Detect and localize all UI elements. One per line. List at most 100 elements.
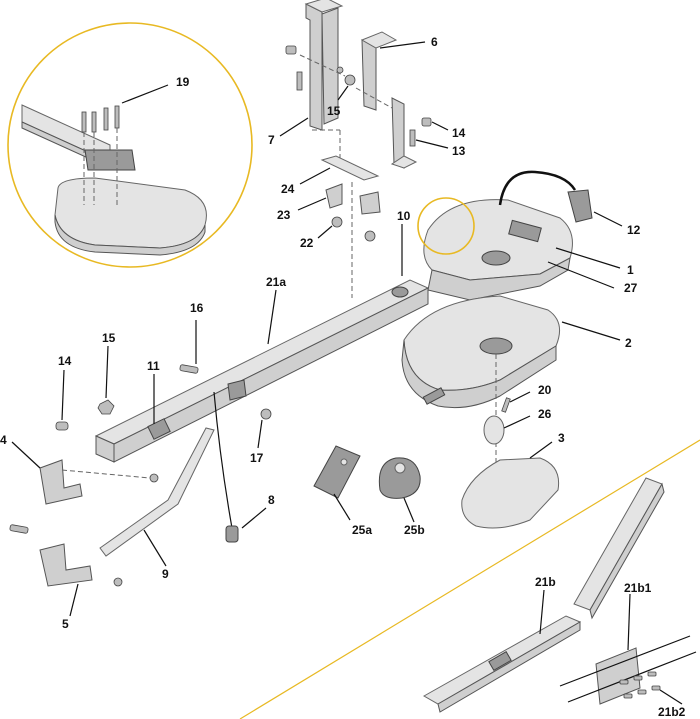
release-handle-8 <box>225 525 239 543</box>
rail-21b-trolley <box>488 650 512 672</box>
rail-guide-lower <box>567 651 697 703</box>
rail-clip <box>227 379 247 401</box>
screw-21b2-c <box>647 671 657 677</box>
detail-screw-a <box>81 111 87 133</box>
bracket-7-top <box>304 0 344 13</box>
callout-3: 3 <box>558 431 565 445</box>
leader-14-top <box>431 121 449 131</box>
bolt-14 <box>421 117 432 127</box>
callout-26: 26 <box>538 407 552 421</box>
leader-15-lower <box>105 345 109 399</box>
motor-gear <box>481 250 511 266</box>
callout-15-lower: 15 <box>102 331 116 345</box>
leader-1 <box>555 247 621 269</box>
remote-25b <box>378 457 421 499</box>
bracket-5 <box>39 543 93 587</box>
callout-12: 12 <box>627 223 641 237</box>
leader-25b <box>403 497 415 523</box>
strap-24 <box>320 155 380 181</box>
callout-6: 6 <box>431 35 438 49</box>
leader-22 <box>317 225 333 239</box>
detail-housing-top <box>54 177 207 249</box>
screw-21b2-f <box>651 685 661 691</box>
bolt-left-shaft <box>296 71 303 91</box>
detail-screw-b <box>91 111 97 133</box>
screw-17 <box>260 408 272 420</box>
cover-group: 2 20 26 3 <box>401 295 632 529</box>
rail-21b-upper-side <box>589 482 665 620</box>
leader-21b1 <box>627 593 631 651</box>
nut-15-top <box>344 74 356 86</box>
leader-7 <box>279 117 309 137</box>
leader-21b2 <box>659 689 683 705</box>
callout-23: 23 <box>277 208 291 222</box>
leader-12 <box>593 211 623 227</box>
bracket-7 <box>305 3 323 131</box>
callout-24: 24 <box>281 182 295 196</box>
mounting-bracket-group: 6 7 15 14 13 24 23 22 <box>268 0 466 298</box>
bracket-6-left <box>321 7 339 125</box>
callout-21b: 21b <box>535 575 556 589</box>
leader-2 <box>561 321 621 341</box>
leader-9 <box>143 529 167 567</box>
callout-25a: 25a <box>352 523 372 537</box>
detail-screw-c <box>103 107 109 131</box>
door-arm-group: 9 <box>99 427 215 581</box>
callout-5: 5 <box>62 617 69 631</box>
bolt-5 <box>9 524 29 534</box>
callout-19: 19 <box>176 75 190 89</box>
cover-3 <box>461 457 560 529</box>
callout-9: 9 <box>162 567 169 581</box>
leader-14-lower <box>61 369 65 421</box>
leader-27 <box>547 261 615 289</box>
leader-8 <box>241 507 267 529</box>
light-socket-12 <box>567 189 593 223</box>
leader-24 <box>299 167 331 185</box>
door-bracket-group: 4 5 <box>0 433 159 631</box>
callout-25b: 25b <box>404 523 425 537</box>
screw-20 <box>501 397 511 413</box>
cover-2-hole <box>479 337 513 355</box>
callout-21a: 21a <box>266 275 286 289</box>
leader-6 <box>379 41 426 49</box>
bracket-6-top <box>360 31 398 49</box>
bracket-4 <box>39 459 83 505</box>
door-arm-9 <box>99 427 215 557</box>
leader-25a <box>333 493 351 521</box>
bolt-13 <box>409 129 416 147</box>
remote-25b-button <box>394 462 406 474</box>
nut-15-lower <box>97 399 115 415</box>
callout-14-top: 14 <box>452 126 466 140</box>
screw-21b2-a <box>619 679 629 685</box>
leader-3 <box>529 441 553 459</box>
dash-bracket-d <box>355 87 393 109</box>
leader-26 <box>503 415 531 429</box>
screw-21b2-e <box>637 689 647 695</box>
callout-17: 17 <box>250 451 264 465</box>
rail-21a-top <box>94 279 430 445</box>
leader-20 <box>509 391 531 403</box>
rail-21b-lower-side <box>437 621 581 713</box>
callout-21b2: 21b2 <box>658 705 686 719</box>
leader-17 <box>257 419 263 449</box>
motor-detail-ring <box>417 197 475 255</box>
callout-2: 2 <box>625 336 632 350</box>
detail-trolley <box>84 149 136 171</box>
callout-1: 1 <box>627 263 634 277</box>
callout-13: 13 <box>452 144 466 158</box>
callout-20: 20 <box>538 383 552 397</box>
bolt-14-lower <box>55 421 69 431</box>
screw-21b2-b <box>633 675 643 681</box>
antenna-wire <box>498 170 577 206</box>
leader-4 <box>11 441 41 469</box>
trolley-11 <box>147 418 171 440</box>
detail-ring <box>7 22 253 268</box>
remote-group: 25a 25b <box>313 445 425 537</box>
dash-4 <box>61 469 151 479</box>
remote-25a-button <box>340 458 348 466</box>
leader-21b <box>539 589 545 635</box>
callout-7: 7 <box>268 133 275 147</box>
clip-23b <box>359 191 381 215</box>
motor-head-group: 12 1 27 10 <box>397 170 641 301</box>
